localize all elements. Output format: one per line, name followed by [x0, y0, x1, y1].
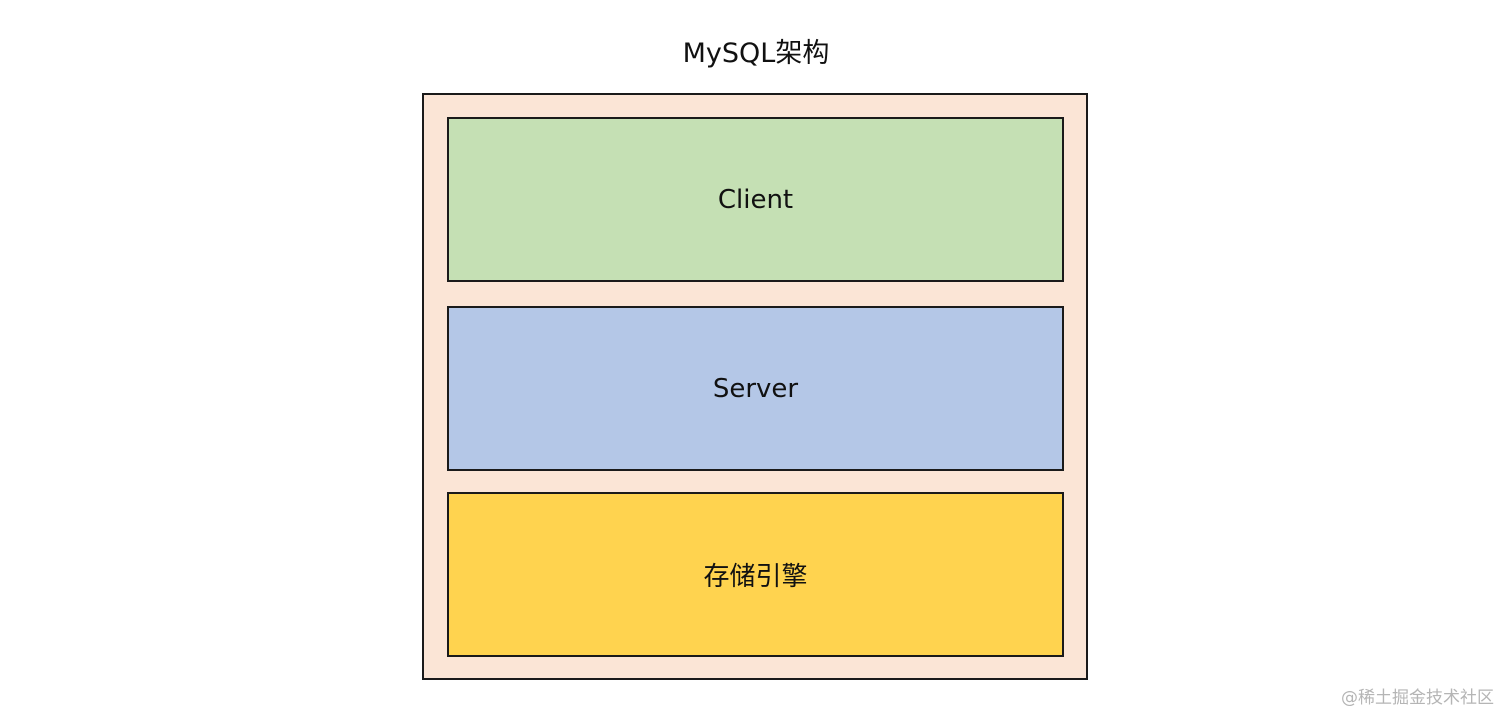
storage-engine-layer: 存储引擎 — [447, 492, 1064, 657]
diagram-title: MySQL架构 — [682, 38, 830, 69]
storage-engine-layer-label: 存储引擎 — [703, 562, 808, 592]
server-layer: Server — [447, 306, 1064, 471]
server-layer-label: Server — [712, 373, 799, 404]
client-layer-label: Client — [717, 184, 794, 215]
client-layer: Client — [447, 117, 1064, 282]
watermark: @稀土掘金技术社区 — [1341, 688, 1494, 708]
